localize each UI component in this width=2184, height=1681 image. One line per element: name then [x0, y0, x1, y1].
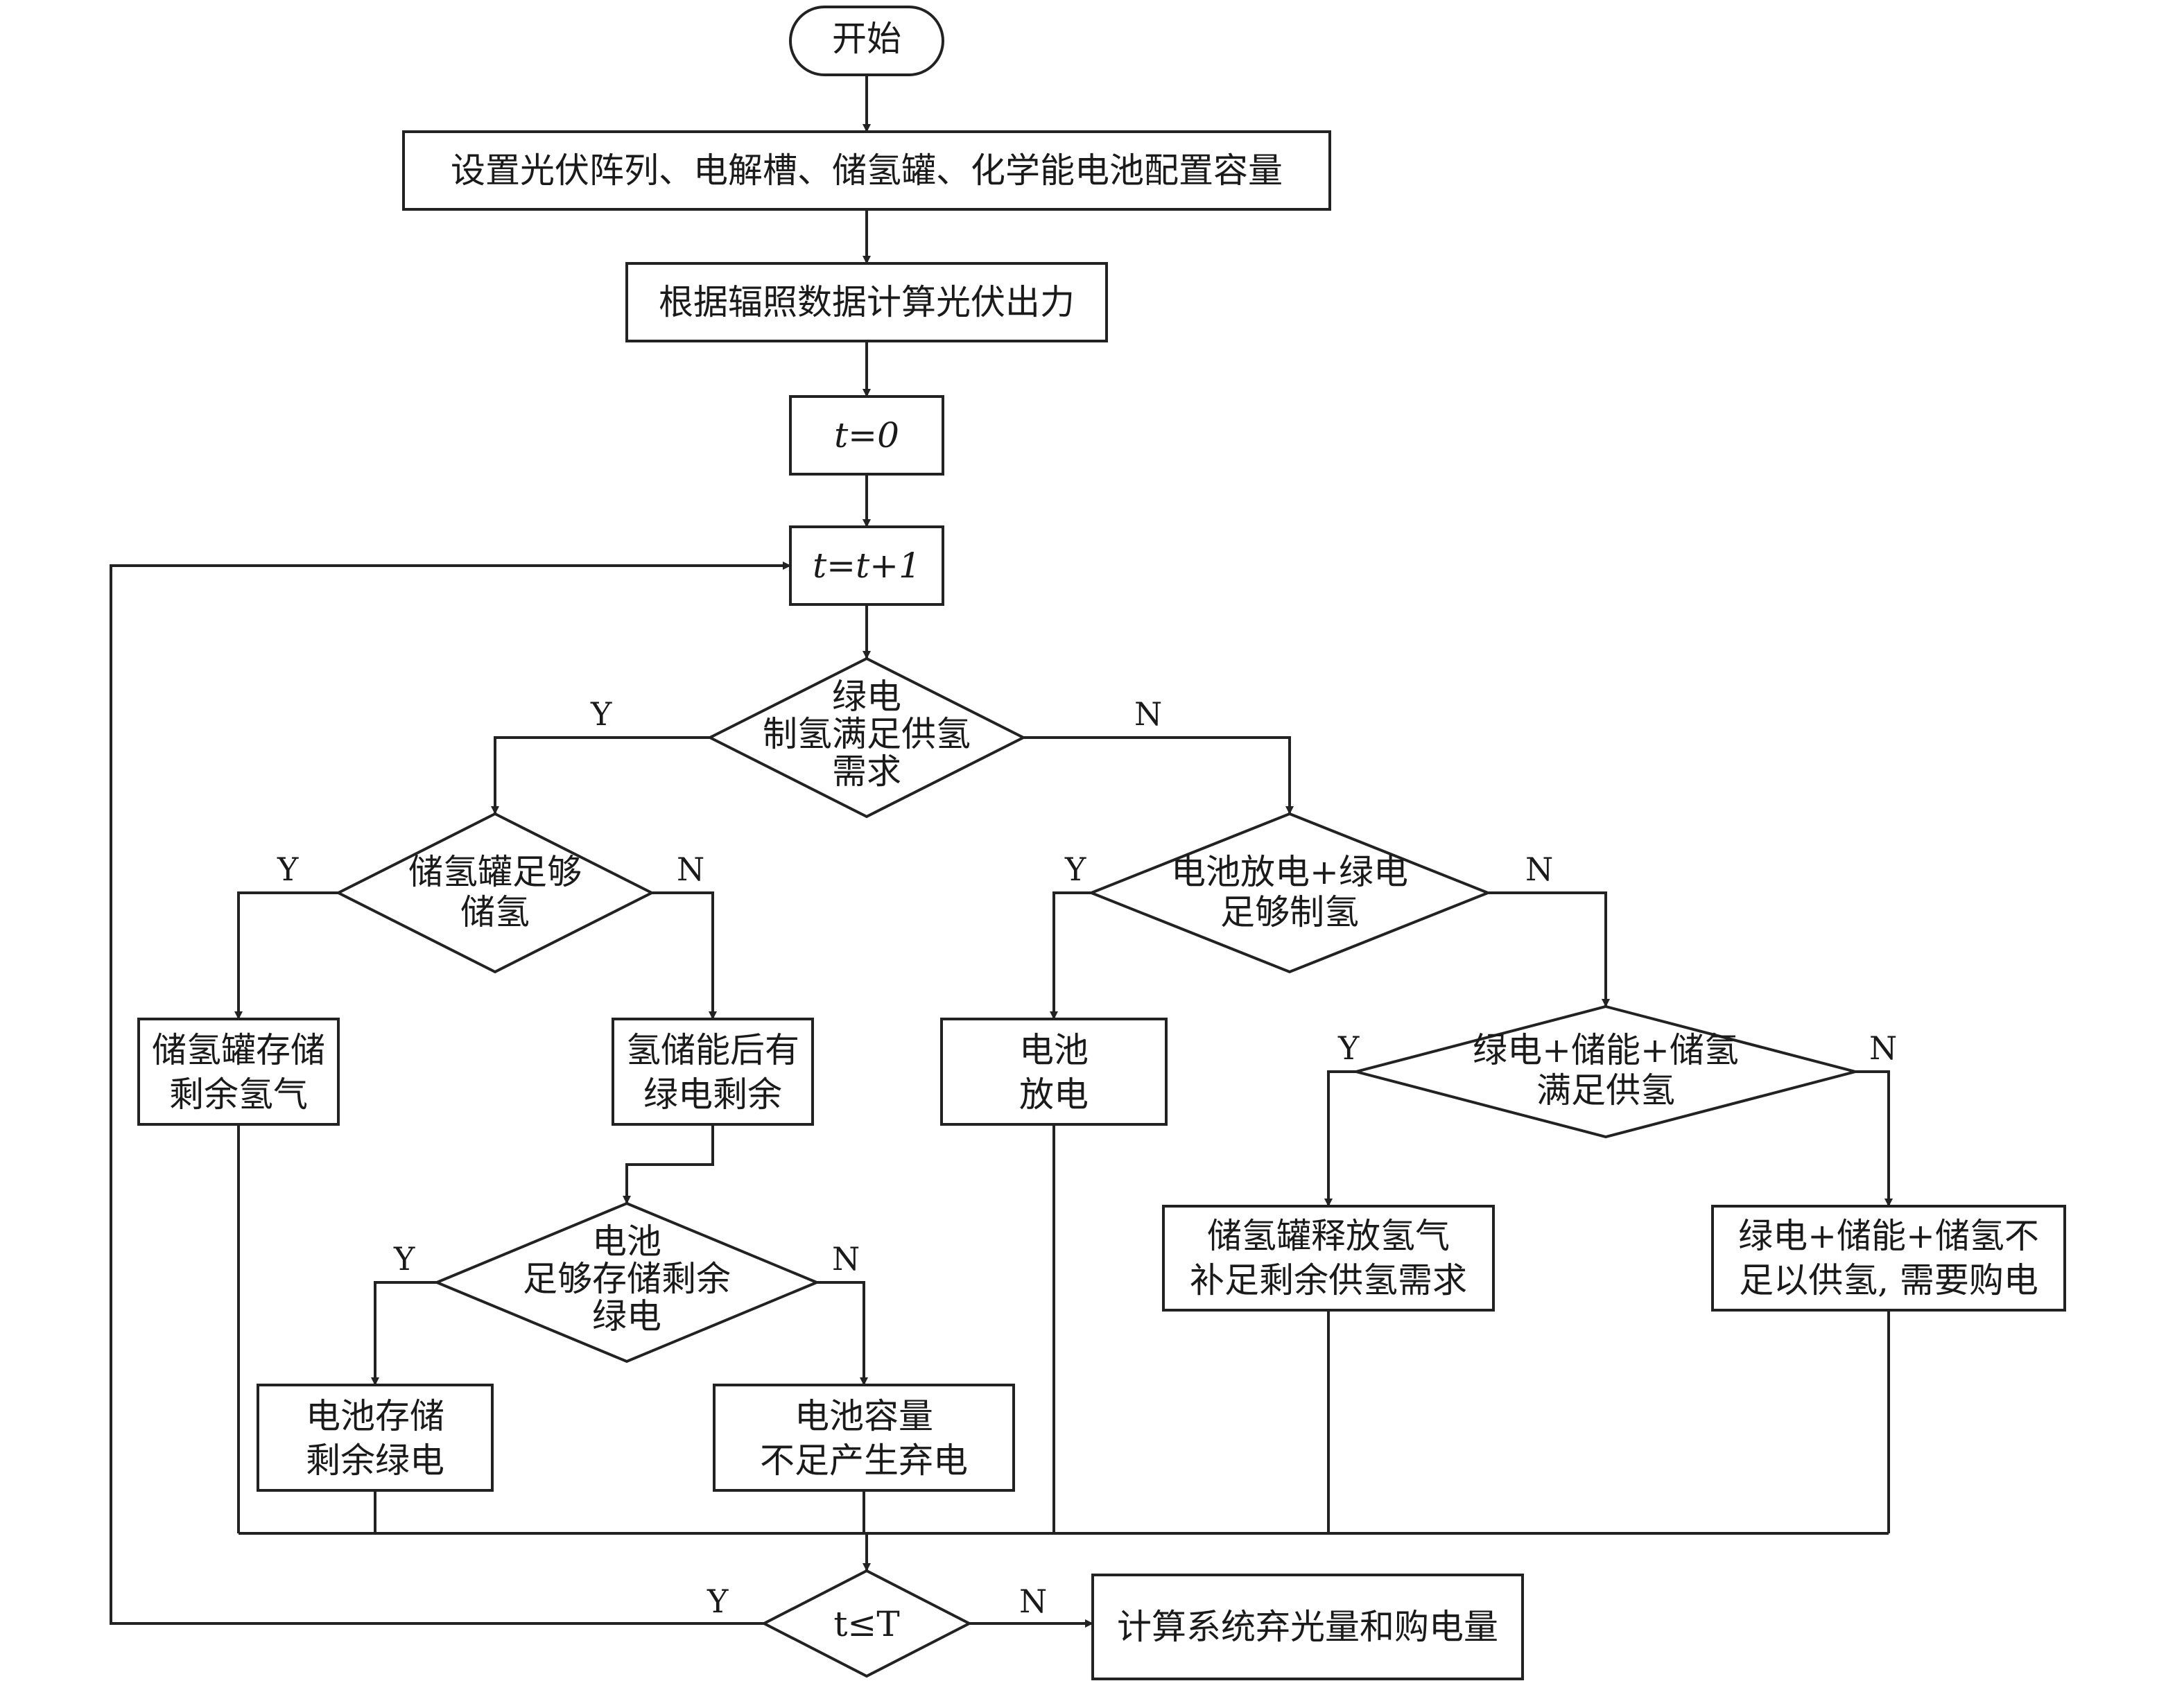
node-h2-surplus: 氢储能后有绿电剩余	[612, 1018, 814, 1126]
label-green-yes: Y	[590, 695, 612, 733]
node-curtail-text-line-2: 不足产生弃电	[760, 1440, 968, 1481]
decision-combined-meets: 绿电+储能+储氢满足供氢	[1351, 1004, 1861, 1139]
decision-green-meets-demand-text-line-3: 需求	[832, 751, 901, 792]
node-buy-power-text-line-2: 足以供氢, 需要购电	[1739, 1260, 2038, 1300]
node-tank-store-text-line-2: 剩余氢气	[169, 1074, 308, 1115]
edge-green-no	[1023, 736, 1294, 815]
node-result: 计算系统弃光量和购电量	[1091, 1574, 1524, 1680]
edge-batstore-no	[817, 1281, 868, 1386]
node-battery-discharge: 电池放电	[940, 1018, 1168, 1126]
decision-battery-green-enough: 电池放电+绿电足够制氢	[1087, 812, 1492, 974]
label-time-no: N	[1019, 1583, 1047, 1620]
branch-labels: Y N Y N Y N Y N Y N Y N	[277, 695, 1897, 1620]
decision-green-meets-demand-text-line-1: 绿电	[832, 677, 901, 717]
decision-battery-store-text: 电池足够存储剩余绿电	[523, 1221, 731, 1336]
node-battery-store-text: 电池存储剩余绿电	[306, 1396, 444, 1481]
decision-battery-store-text-line-2: 足够存储剩余	[523, 1259, 731, 1299]
edges	[110, 75, 1893, 1628]
node-compute-pv: 根据辐照数据计算光伏出力	[625, 262, 1108, 342]
node-t-init-text: t=0	[834, 415, 899, 455]
node-t-init: t=0	[789, 395, 944, 476]
decision-time-text: t≤T	[833, 1604, 899, 1644]
node-tank-store-text: 储氢罐存储剩余氢气	[152, 1030, 325, 1115]
node-result-text: 计算系统弃光量和购电量	[1117, 1607, 1498, 1647]
label-batstore-no: N	[832, 1240, 860, 1278]
label-batgreen-no: N	[1525, 851, 1553, 888]
node-battery-discharge-text-line-1: 电池	[1019, 1030, 1089, 1070]
decision-time-text-line-1: t≤T	[833, 1604, 899, 1644]
node-t-increment-text: t=t+1	[813, 546, 921, 586]
edge-tank-yes	[234, 891, 338, 1020]
node-t-increment-text-line-1: t=t+1	[813, 546, 921, 586]
label-green-no: N	[1134, 695, 1162, 733]
node-t-init-text-line-1: t=0	[834, 415, 899, 455]
decision-green-meets-demand-text-line-2: 制氢满足供氢	[763, 714, 971, 754]
edge-combined-no	[1855, 1070, 1893, 1207]
label-time-yes: Y	[707, 1583, 729, 1620]
node-buy-power: 绿电+储能+储氢不足以供氢, 需要购电	[1711, 1205, 2066, 1312]
label-batstore-yes: Y	[393, 1240, 415, 1278]
node-buy-power-text-line-1: 绿电+储能+储氢不	[1738, 1216, 2039, 1256]
node-tank-release: 储氢罐释放氢气补足剩余供氢需求	[1162, 1205, 1495, 1312]
decision-tank-enough: 储氢罐足够储氢	[335, 812, 655, 974]
node-curtail-text-line-1: 电池容量	[795, 1396, 933, 1436]
label-combined-yes: Y	[1337, 1029, 1360, 1067]
decision-green-meets-demand: 绿电制氢满足供氢需求	[707, 656, 1027, 819]
node-tank-store: 储氢罐存储剩余氢气	[137, 1018, 340, 1126]
decision-battery-store-text-line-3: 绿电	[592, 1296, 661, 1336]
decision-tank-enough-text: 储氢罐足够储氢	[408, 852, 582, 932]
node-tank-release-text-line-1: 储氢罐释放氢气	[1207, 1216, 1450, 1256]
decision-battery-store: 电池足够存储剩余绿电	[433, 1201, 821, 1364]
node-tank-release-text-line-2: 补足剩余供氢需求	[1190, 1260, 1467, 1300]
node-battery-discharge-text-line-2: 放电	[1019, 1074, 1089, 1115]
node-curtail: 电池容量不足产生弃电	[713, 1384, 1015, 1492]
decision-tank-enough-text-line-2: 储氢	[460, 892, 530, 932]
label-tank-no: N	[677, 851, 704, 888]
node-battery-store-text-line-1: 电池存储	[306, 1396, 444, 1436]
node-compute-pv-text: 根据辐照数据计算光伏出力	[659, 282, 1075, 322]
edge-batstore-yes	[371, 1281, 437, 1386]
label-batgreen-yes: Y	[1064, 851, 1086, 888]
node-set-capacity: 设置光伏阵列、电解槽、储氢罐、化学能电池配置容量	[402, 130, 1331, 211]
edge-green-yes	[491, 736, 710, 815]
node-compute-pv-text-line-1: 根据辐照数据计算光伏出力	[659, 282, 1075, 322]
decision-green-meets-demand-text: 绿电制氢满足供氢需求	[763, 677, 971, 792]
decision-battery-green-enough-text: 电池放电+绿电足够制氢	[1171, 852, 1408, 932]
edge-combined-yes	[1324, 1070, 1356, 1207]
node-tank-store-text-line-1: 储氢罐存储	[152, 1030, 325, 1070]
edge-time-yes-loop	[110, 561, 791, 1625]
decision-battery-green-enough-text-line-2: 足够制氢	[1220, 892, 1359, 932]
node-battery-store: 电池存储剩余绿电	[257, 1384, 494, 1492]
node-start-text-line-1: 开始	[832, 19, 901, 59]
node-start: 开始	[789, 6, 944, 76]
decision-combined-meets-text: 绿电+储能+储氢满足供氢	[1473, 1030, 1739, 1110]
node-start-text: 开始	[832, 19, 901, 59]
edge-batgreen-yes	[1050, 891, 1091, 1020]
node-set-capacity-text: 设置光伏阵列、电解槽、储氢罐、化学能电池配置容量	[451, 150, 1283, 191]
node-curtail-text: 电池容量不足产生弃电	[760, 1396, 968, 1481]
decision-combined-meets-text-line-2: 满足供氢	[1536, 1070, 1675, 1110]
decision-battery-green-enough-text-line-1: 电池放电+绿电	[1171, 852, 1408, 892]
node-h2-surplus-text-line-1: 氢储能后有	[626, 1030, 799, 1070]
node-h2-surplus-text: 氢储能后有绿电剩余	[626, 1030, 799, 1115]
node-set-capacity-text-line-1: 设置光伏阵列、电解槽、储氢罐、化学能电池配置容量	[451, 150, 1283, 191]
label-tank-yes: Y	[277, 851, 299, 888]
edge-h2surplus-to-batstore	[623, 1124, 714, 1204]
node-t-increment: t=t+1	[789, 525, 944, 606]
node-battery-store-text-line-2: 剩余绿电	[306, 1440, 444, 1481]
node-h2-surplus-text-line-2: 绿电剩余	[643, 1074, 782, 1115]
decision-combined-meets-text-line-1: 绿电+储能+储氢	[1473, 1030, 1739, 1070]
decision-tank-enough-text-line-1: 储氢罐足够	[408, 852, 582, 892]
edge-batgreen-no	[1488, 891, 1610, 1007]
node-result-text-line-1: 计算系统弃光量和购电量	[1117, 1607, 1498, 1647]
decision-battery-store-text-line-1: 电池	[592, 1221, 661, 1262]
label-combined-no: N	[1869, 1029, 1897, 1067]
node-tank-release-text: 储氢罐释放氢气补足剩余供氢需求	[1190, 1216, 1467, 1300]
node-buy-power-text: 绿电+储能+储氢不足以供氢, 需要购电	[1738, 1216, 2039, 1300]
edge-tank-no	[652, 891, 717, 1020]
decision-time: t≤T	[761, 1569, 973, 1678]
node-battery-discharge-text: 电池放电	[1019, 1030, 1089, 1115]
